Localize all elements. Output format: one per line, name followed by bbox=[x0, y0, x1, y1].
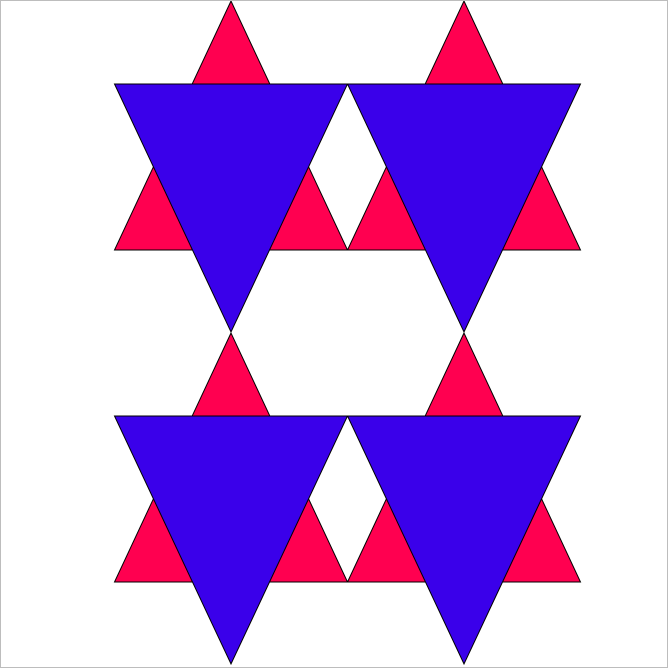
blue-down-triangle-r1c2 bbox=[346, 83, 582, 334]
blue-down-triangle-r2c1 bbox=[113, 415, 349, 666]
blue-down-triangle-r1c1 bbox=[113, 83, 349, 334]
blue-down-triangle-r2c2 bbox=[346, 415, 582, 666]
blue-triangles-layer bbox=[113, 83, 582, 666]
